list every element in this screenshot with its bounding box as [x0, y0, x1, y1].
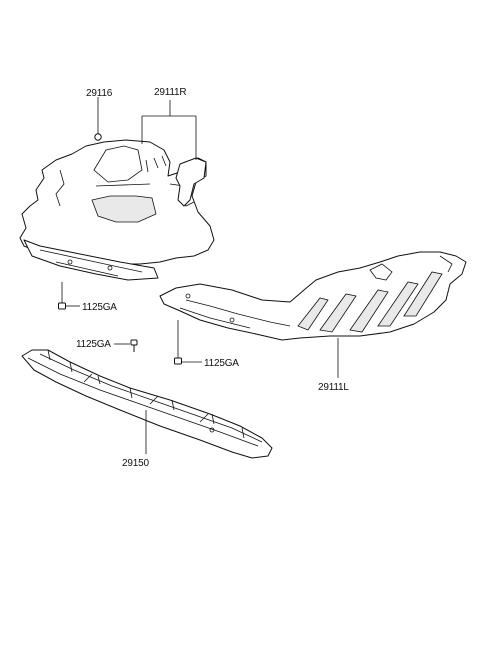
label-1125GA-c: 1125GA [204, 358, 239, 369]
fastener-1125GA-a: 1125GA [58, 282, 117, 313]
front-guard-29150: 29150 [21, 349, 273, 469]
fastener-1125GA-b: 1125GA [76, 339, 138, 352]
leader-29111R: 29111R [141, 87, 197, 160]
label-29150: 29150 [122, 458, 149, 469]
label-1125GA-b: 1125GA [76, 339, 111, 350]
left-under-cover-29111L: 29111L [159, 251, 467, 393]
clip-29116: 29116 [86, 88, 113, 141]
label-29111R: 29111R [154, 87, 186, 98]
label-29116: 29116 [86, 88, 113, 99]
fastener-1125GA-c: 1125GA [174, 320, 239, 369]
label-29111L: 29111L [318, 382, 349, 393]
right-under-cover-29111R [19, 139, 215, 281]
label-1125GA-a: 1125GA [82, 302, 117, 313]
